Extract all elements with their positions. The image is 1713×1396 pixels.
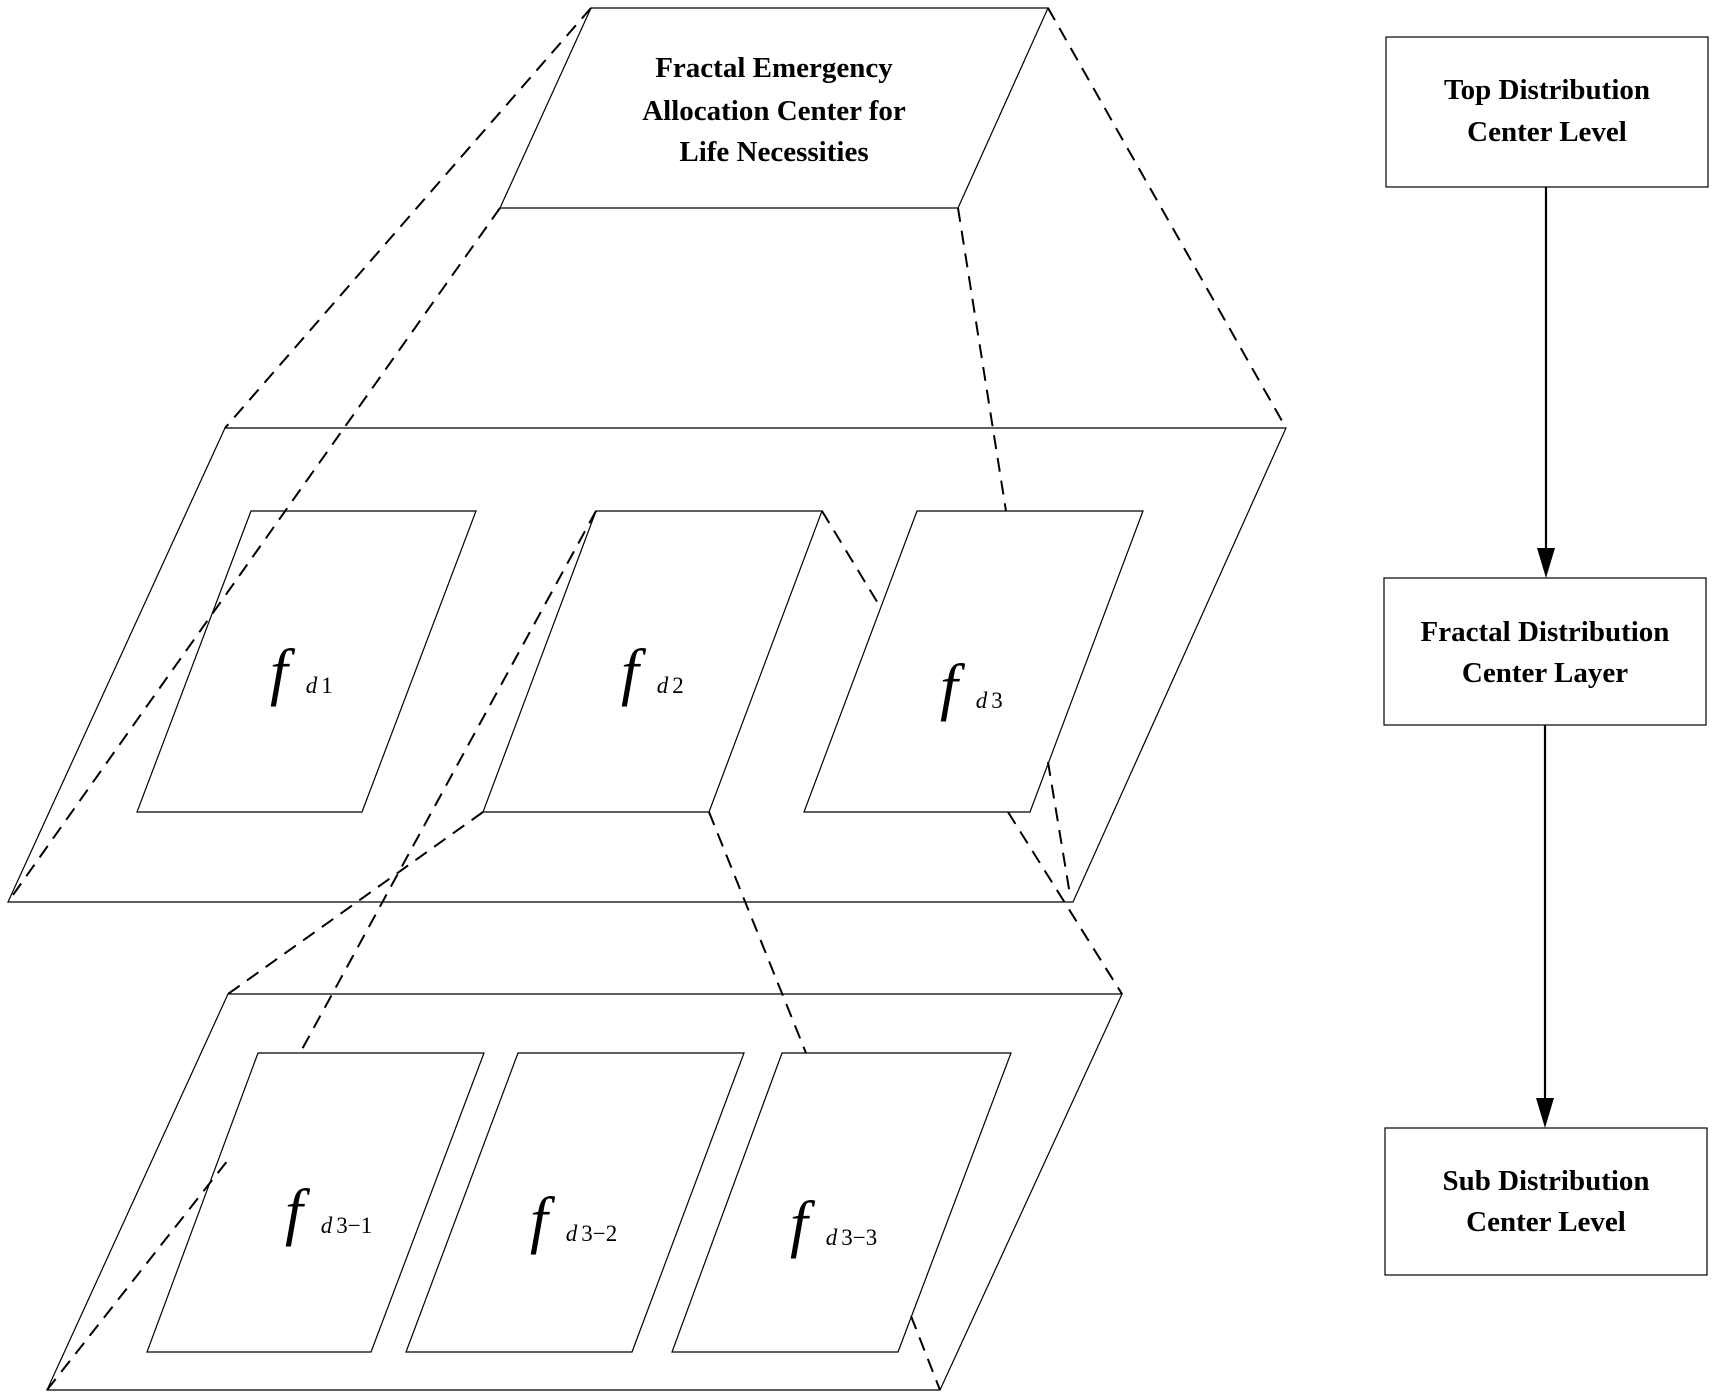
projection-top-to-fd3	[957, 207, 1007, 512]
arrow-fractal-to-sub-head	[1536, 1098, 1554, 1128]
projection-fd2-to-fd3	[821, 510, 880, 606]
level-sub-line-2: Center Level	[1466, 1206, 1626, 1238]
node-fd2-box	[482, 510, 823, 813]
level-top-line-1: Top Distribution	[1444, 74, 1650, 106]
level-sub-line-1: Sub Distribution	[1442, 1165, 1649, 1197]
node-fd3-3-box	[671, 1052, 1012, 1353]
middle-layer-plane	[7, 427, 1287, 903]
projection-top-to-middle-corner	[7, 207, 501, 903]
top-center-title-line-2: Allocation Center for	[642, 95, 906, 127]
projection-top-right	[1047, 7, 1287, 429]
level-fractal-line-2: Center Layer	[1462, 657, 1628, 689]
level-box-sub	[1384, 1127, 1708, 1276]
level-box-top	[1385, 36, 1709, 188]
projection-fd2-to-bottom-left	[227, 811, 484, 995]
top-center-title-line-3: Life Necessities	[679, 136, 868, 168]
projection-bottom-corner-left	[46, 1159, 229, 1391]
node-fd3-box	[803, 510, 1144, 813]
projection-fd2-to-fd3-3	[708, 811, 807, 1054]
projection-fd2-to-fd3-1	[299, 510, 597, 1054]
node-fd3-2-box	[405, 1052, 745, 1353]
node-fd3-1-box	[146, 1052, 485, 1353]
level-top-line-2: Center Level	[1467, 116, 1627, 148]
projection-bottom-corner-right	[910, 1315, 941, 1391]
arrow-top-to-fractal-head	[1537, 548, 1555, 578]
node-fd3-2-label: f d 3−2	[530, 1184, 617, 1255]
node-fd3-1-label: f d 3−1	[285, 1176, 372, 1247]
node-fd1-label: f d 1	[270, 636, 333, 707]
top-center-title-line-1: Fractal Emergency	[655, 52, 893, 84]
projection-lines	[7, 7, 1287, 1391]
projection-fd3-right-down	[1047, 761, 1071, 896]
node-fd3-label: f d 3	[940, 651, 1003, 722]
node-fd1-box	[136, 510, 477, 813]
projection-fd3-bottom-down	[1007, 811, 1123, 995]
projection-top-left	[224, 7, 592, 429]
node-fd2-label: f d 2	[621, 636, 684, 707]
node-fd3-3-label: f d 3−3	[790, 1188, 877, 1259]
level-fractal-line-1: Fractal Distribution	[1421, 616, 1670, 648]
level-box-fractal	[1383, 577, 1707, 726]
